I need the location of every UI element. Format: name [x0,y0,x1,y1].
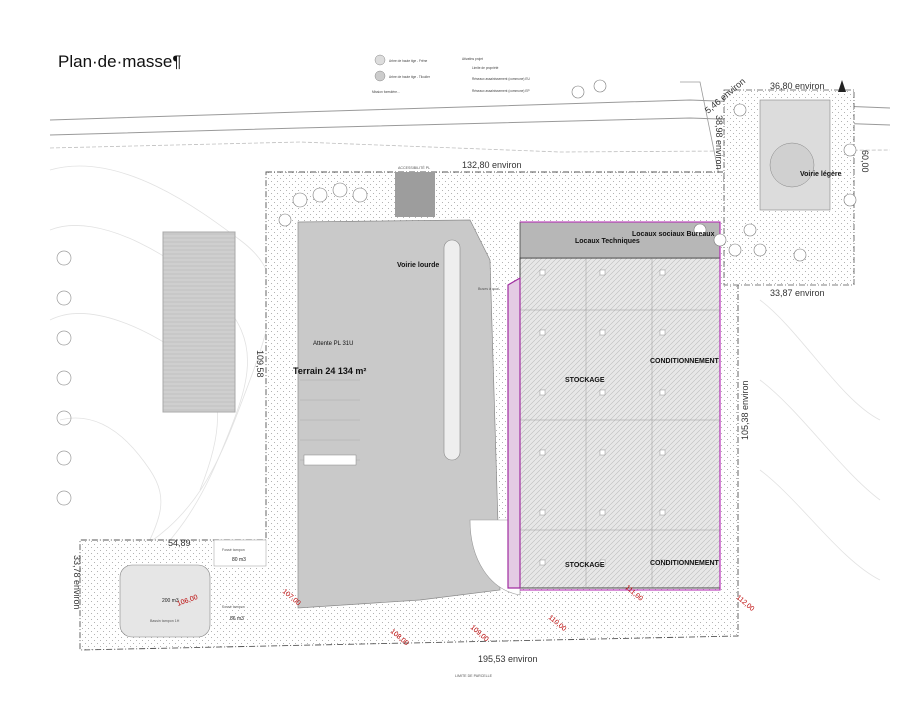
tree-row-west [56,250,72,506]
legend-item-1: Arbre de haute tige - Frêne [389,59,427,63]
roundabout [769,142,815,188]
basin-label-2: 80 m3 [232,557,246,563]
access-gate [395,172,435,217]
basin-label-3: 200 m3 [162,598,179,604]
locaux-sociaux-label: Locaux sociaux Bureaux [632,231,715,238]
legend-item-7: Réseaux assainissement (commune) EP [472,89,530,93]
limit-annotation: LIMITE DE PARCELLE [455,674,493,678]
dim-annex-top: 36,80 environ [770,81,825,91]
basin-labels: Fossé tampon 80 m3 200 m3 Bassin tampon … [150,548,246,623]
basin-label-1: Fossé tampon [222,548,245,552]
building-outline [520,221,721,591]
basin-label-5: Fossé tampon [222,605,245,609]
attente-label: Attente PL 31U [313,341,353,347]
legend-tree-lime-icon [374,70,386,82]
building-columns [539,269,666,566]
buses-annotation: Buses à quai [478,287,499,291]
legend-item-5: Limite de propriété [472,66,499,70]
dim-bottom-left: 54,89 [168,538,191,548]
locaux-techniques-label: Locaux Techniques [575,238,640,245]
legend-item-2: Arbre de haute tige - Tiloulier [389,75,431,79]
conditionnement-label-2: CONDITIONNEMENT [650,560,720,567]
plan-annotations: ACCESSIBILITÉ PL LIMITE DE PARCELLE Buse… [398,165,499,678]
offices-block [519,221,721,259]
stockage-label-1: STOCKAGE [565,377,605,384]
conditionnement-label-1: CONDITIONNEMENT [650,358,720,365]
basin-label-4: Bassin tampon 1H [150,619,180,623]
voirie-legere-label: Voirie légère [800,171,842,178]
legend-tree-ash-icon [374,54,386,66]
access-annotation: ACCESSIBILITÉ PL [398,165,430,170]
building-grid [520,258,720,588]
dim-bottom: 195,53 environ [478,654,538,664]
central-island [443,239,461,461]
page-title: Plan·de·masse¶ [58,52,182,71]
basin-label-6: 86 m3 [230,616,244,622]
legend: Arbre de haute tige - Frêne Arbre de hau… [372,54,530,94]
tree-cluster [278,79,857,262]
voirie-lourde-label: Voirie lourde [397,262,439,269]
legend-item-4: Ativatins projet [462,57,483,61]
dim-annex-right: 60,00 [860,150,870,173]
dim-top: 132,80 environ [462,160,522,170]
dim-left: 109,58 [255,350,265,378]
zone-labels: Terrain 24 134 m² Attente PL 31U Voirie … [293,171,842,569]
north-arrow-icon [838,80,846,92]
dim-annex-bottom: 33,87 environ [770,288,825,298]
attente-bay [303,454,357,466]
warehouse-building [519,257,721,589]
voirie-lourde-area [297,219,501,609]
dim-bottom-left-side: 33,78 environ [72,555,82,610]
buffer-ditch [213,539,267,567]
legend-item-3: Mission forestière... [372,90,400,94]
terrain-label: Terrain 24 134 m² [293,366,366,376]
dim-annex-height: 38,98 environ [714,115,724,170]
neighbour-building [162,231,236,413]
retention-basin [119,564,211,638]
legend-item-6: Réseaux assainissement (commune) EU [472,77,530,81]
stockage-label-2: STOCKAGE [565,562,605,569]
dim-right: 105,38 environ [740,380,750,440]
loading-docks [507,276,521,589]
